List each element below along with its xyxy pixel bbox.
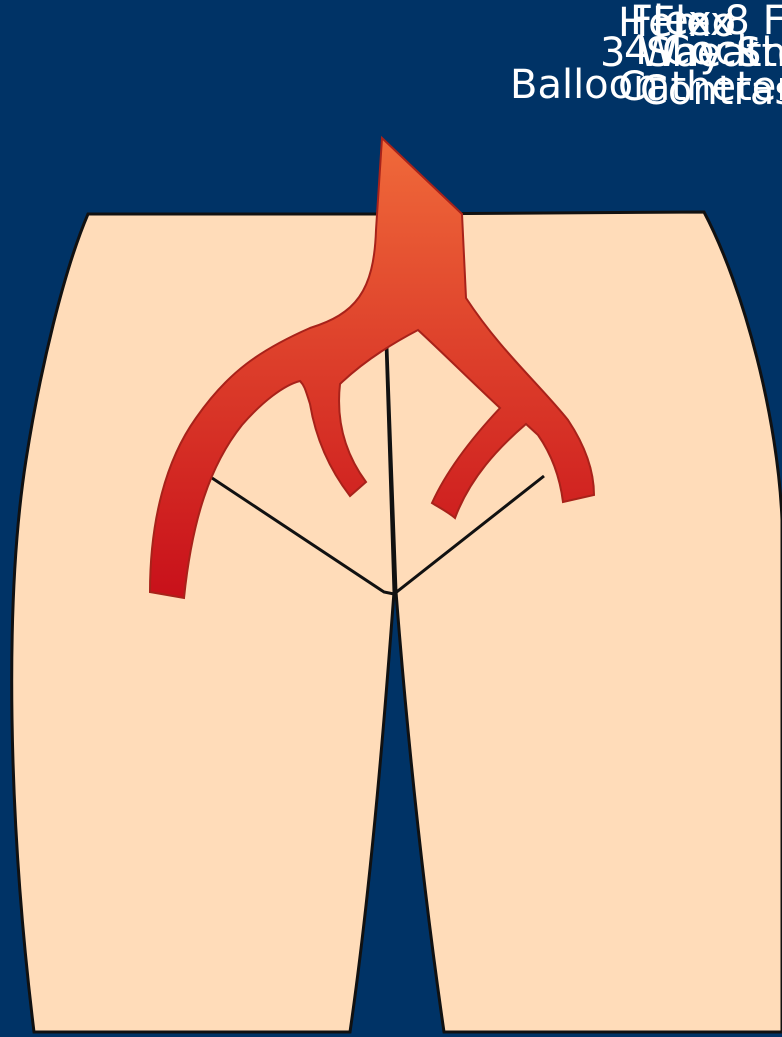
label-contrast: Contrast — [640, 68, 782, 114]
device-label-stack: Flex 8 F Hemo Flex 3 Way Stop 4 Cock She… — [510, 0, 782, 114]
